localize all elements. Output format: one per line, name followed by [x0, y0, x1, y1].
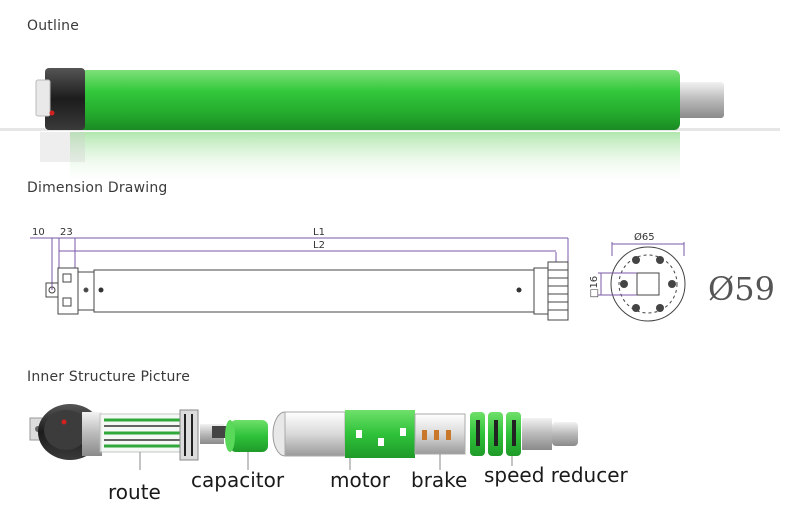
motor-label: motor — [330, 468, 391, 492]
capacitor-part — [225, 420, 268, 470]
dimension-drawing — [30, 237, 686, 322]
brake-label: brake — [411, 468, 468, 492]
outline-green-tube — [68, 70, 680, 130]
route-part — [99, 409, 199, 470]
square-shaft-socket — [636, 272, 660, 296]
route-label: route — [108, 480, 161, 504]
outline-motor-illustration — [0, 68, 780, 187]
dim-23-label: 23 — [60, 227, 73, 238]
inner-structure-illustration — [29, 404, 578, 470]
motor-part — [272, 410, 415, 470]
dim-l1-label: L1 — [313, 227, 325, 238]
red-indicator — [49, 110, 55, 116]
inner-structure-title: Inner Structure Picture — [27, 369, 191, 385]
speed-reducer-label: speed reducer — [484, 463, 628, 487]
tube-diameter-59-label: Ø59 — [708, 270, 775, 308]
outline-shaft — [674, 82, 724, 118]
dimension-tube-body — [93, 269, 535, 313]
dimension-crown — [547, 261, 569, 321]
dim-10-label: 10 — [32, 227, 45, 238]
speed-reducer-part — [470, 412, 578, 466]
tube-reflection — [70, 132, 680, 187]
capacitor-label: capacitor — [191, 468, 285, 492]
dim-square-16-label: □16 — [589, 276, 600, 298]
brake-part — [414, 413, 466, 470]
outline-motor-head — [45, 68, 85, 130]
dim-l2-label: L2 — [313, 240, 325, 251]
dim-diameter-65-label: Ø65 — [634, 231, 655, 243]
outline-title: Outline — [27, 18, 80, 34]
